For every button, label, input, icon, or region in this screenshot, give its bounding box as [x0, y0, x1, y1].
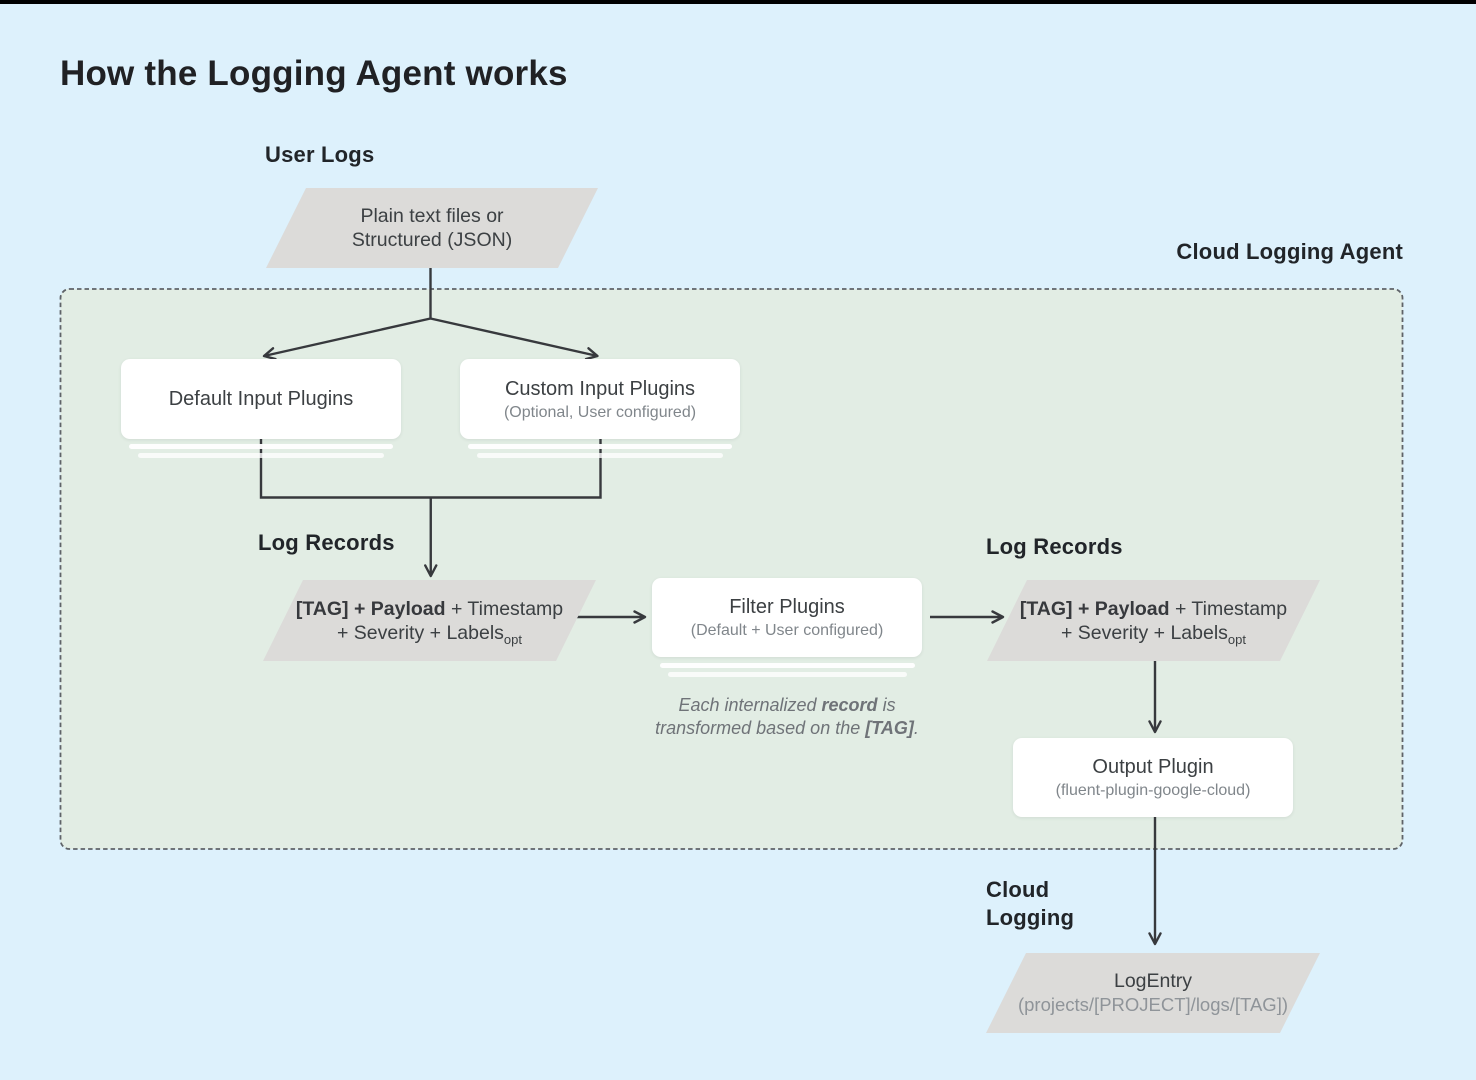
opt-subscript: opt: [503, 631, 522, 647]
arrow-to-custom-input: [430, 317, 599, 361]
source-parallelogram: Plain text files or Structured (JSON): [266, 188, 598, 268]
page-title: How the Logging Agent works: [60, 54, 568, 93]
note-line1: Each internalized record is: [678, 695, 896, 715]
node-title: Default Input Plugins: [168, 388, 354, 410]
source-line1: Plain text files or: [360, 205, 504, 227]
stacked-pages-strip: [468, 444, 732, 449]
node-title: Filter Plugins: [729, 596, 845, 618]
node-subtitle: (fluent-plugin-google-cloud): [1055, 782, 1251, 799]
source-line2: Structured (JSON): [351, 229, 513, 251]
log-record-parallelogram-left: [TAG] + Payload + Timestamp + Severity +…: [263, 580, 596, 661]
logentry-subtitle: (projects/[PROJECT]/logs/[TAG]): [1017, 994, 1288, 1015]
top-edge-bar: [0, 0, 1476, 4]
default-input-plugins-node: Default Input Plugins: [121, 359, 401, 439]
log-record-parallelogram-right: [TAG] + Payload + Timestamp + Severity +…: [987, 580, 1320, 661]
opt-subscript: opt: [1227, 631, 1246, 647]
transform-note: Each internalized record is transformed …: [617, 694, 957, 740]
log-records-left-label: Log Records: [258, 530, 395, 555]
stacked-pages-strip: [660, 662, 915, 668]
agent-region-label: Cloud Logging Agent: [1176, 239, 1403, 264]
stacked-pages-strip: [477, 452, 723, 458]
arrow-to-default-input: [262, 317, 431, 361]
log-record-line1: [TAG] + Payload + Timestamp: [1019, 597, 1288, 620]
node-subtitle: (Optional, User configured): [503, 403, 697, 421]
stacked-pages-strip: [129, 444, 393, 449]
user-logs-label: User Logs: [265, 142, 375, 167]
cloud-logging-label: Cloud Logging: [986, 877, 1075, 930]
output-plugin-node: Output Plugin (fluent-plugin-google-clou…: [1013, 738, 1293, 817]
log-records-right-label: Log Records: [986, 534, 1123, 559]
node-title: Custom Input Plugins: [504, 377, 696, 400]
stacked-pages-strip: [138, 452, 384, 458]
logentry-parallelogram: LogEntry (projects/[PROJECT]/logs/[TAG]): [986, 953, 1320, 1033]
node-title: Output Plugin: [1092, 756, 1214, 778]
logentry-title: LogEntry: [1113, 970, 1193, 992]
log-record-line1: [TAG] + Payload + Timestamp: [295, 597, 564, 620]
log-record-line2: + Severity + Labelsopt: [336, 621, 522, 647]
log-record-line2: + Severity + Labelsopt: [1060, 621, 1246, 647]
node-subtitle: (Default + User configured): [690, 622, 884, 639]
filter-plugins-node: Filter Plugins (Default + User configure…: [652, 578, 922, 657]
note-line2: transformed based on the [TAG].: [655, 718, 919, 738]
custom-input-plugins-node: Custom Input Plugins (Optional, User con…: [460, 359, 740, 439]
stacked-pages-strip: [668, 671, 907, 677]
